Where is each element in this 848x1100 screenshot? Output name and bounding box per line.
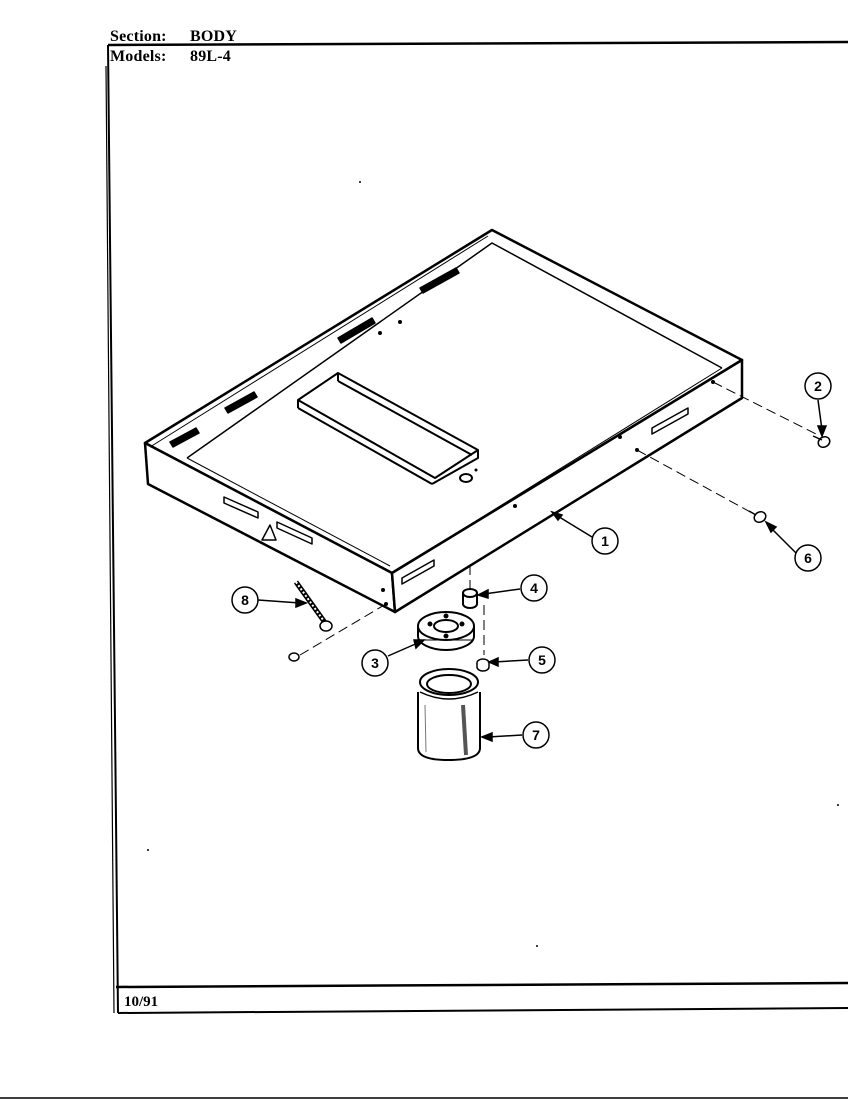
callout-7: 7 <box>522 721 550 749</box>
callout-7-number: 7 <box>532 727 540 743</box>
cap-part-3 <box>417 611 475 651</box>
jar-part-7 <box>417 668 481 762</box>
callout-1: 1 <box>591 527 619 555</box>
callout-6-number: 6 <box>804 550 812 566</box>
section-label: Section: <box>110 28 167 45</box>
screw-part-6 <box>748 510 767 524</box>
footer-date: 10/91 <box>124 994 159 1010</box>
bolt-part-8 <box>288 580 333 662</box>
scan-specks <box>147 181 839 947</box>
callout-5-number: 5 <box>538 652 546 668</box>
nut-part-4 <box>462 588 478 609</box>
callout-3-number: 3 <box>371 655 379 671</box>
screw-part-2 <box>812 435 831 449</box>
callout-8: 8 <box>231 586 259 614</box>
callout-8-number: 8 <box>241 592 249 608</box>
callout-3: 3 <box>361 649 389 677</box>
callout-6: 6 <box>794 544 822 572</box>
callout-2-number: 2 <box>814 378 822 394</box>
models-label: Models: <box>110 48 167 65</box>
callout-5: 5 <box>528 646 556 674</box>
page-frame <box>0 40 848 1099</box>
center-channel <box>297 372 479 485</box>
callout-circles: 1 2 3 4 5 6 7 8 <box>231 372 832 749</box>
callout-4-number: 4 <box>530 580 538 596</box>
dash-lines <box>299 381 819 656</box>
callout-1-number: 1 <box>601 533 609 549</box>
nut-part-5 <box>476 658 490 672</box>
section-value: BODY <box>190 28 238 45</box>
callout-4: 4 <box>520 574 548 602</box>
body-tray <box>143 228 744 614</box>
callout-2: 2 <box>804 372 832 400</box>
tray-slots <box>169 267 689 585</box>
callout-arrows <box>257 399 828 743</box>
models-value: 89L-4 <box>190 48 231 65</box>
